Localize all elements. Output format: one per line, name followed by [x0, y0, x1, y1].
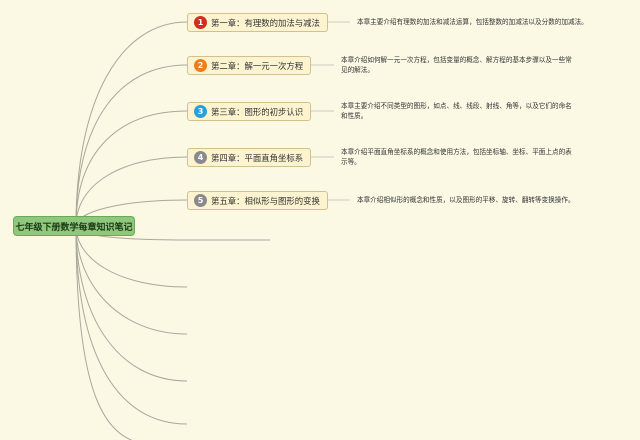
root-node[interactable]: 七年级下册数学每章知识笔记: [13, 216, 135, 236]
topic-chapter-2[interactable]: 2 第二章：解一元一次方程: [187, 56, 312, 75]
number-badge-icon: 3: [194, 105, 207, 118]
topic-label: 第二章：解一元一次方程: [211, 60, 304, 71]
branch-line-empty-6: [75, 225, 133, 440]
branch-line-4: [75, 156, 188, 227]
desc-line: 见的解法。: [341, 66, 374, 74]
branch-line-3: [75, 110, 188, 227]
desc-chapter-4: 本章介绍平面直角坐标系的概念和使用方法，包括坐标轴、坐标、平面上点的表 示等。: [341, 147, 572, 167]
desc-line: 本章介绍相似形的概念和性质，以及图形的平移、旋转、翻转等变换操作。: [357, 196, 575, 204]
branch-line-empty-2: [75, 225, 188, 288]
desc-line: 和性质。: [341, 112, 368, 120]
number-badge-icon: 5: [194, 194, 207, 207]
number-badge-icon: 2: [194, 59, 207, 72]
topic-label: 第三章：图形的初步认识: [211, 106, 304, 117]
desc-line: 本章主要介绍不同类型的图形，如点、线、线段、射线、角等，以及它们的命名: [341, 102, 572, 110]
topic-chapter-4[interactable]: 4 第四章：平面直角坐标系: [187, 148, 312, 167]
topic-label: 第四章：平面直角坐标系: [211, 152, 304, 163]
number-badge-icon: 4: [194, 151, 207, 164]
topic-label: 第五章：相似形与图形的变换: [211, 195, 320, 206]
branch-line-2: [75, 64, 188, 227]
desc-line: 本章主要介绍有理数的加法和减法运算，包括整数的加减法以及分数的加减法。: [357, 18, 588, 26]
topic-label: 第一章：有理数的加法与减法: [211, 17, 320, 28]
branch-line-empty-5: [75, 225, 188, 425]
desc-chapter-1: 本章主要介绍有理数的加法和减法运算，包括整数的加减法以及分数的加减法。: [357, 17, 588, 27]
topic-chapter-3[interactable]: 3 第三章：图形的初步认识: [187, 102, 312, 121]
desc-line: 示等。: [341, 158, 361, 166]
number-badge-icon: 1: [194, 16, 207, 29]
topic-chapter-5[interactable]: 5 第五章：相似形与图形的变换: [187, 191, 328, 210]
branch-line-empty-4: [75, 225, 188, 382]
desc-chapter-2: 本章介绍如何解一元一次方程，包括变量的概念、解方程的基本步骤以及一些常 见的解法…: [341, 55, 572, 75]
topic-chapter-1[interactable]: 1 第一章：有理数的加法与减法: [187, 13, 328, 32]
branch-line-1: [75, 21, 188, 227]
desc-line: 本章介绍如何解一元一次方程，包括变量的概念、解方程的基本步骤以及一些常: [341, 56, 572, 64]
desc-chapter-3: 本章主要介绍不同类型的图形，如点、线、线段、射线、角等，以及它们的命名 和性质。: [341, 101, 572, 121]
desc-line: 本章介绍平面直角坐标系的概念和使用方法，包括坐标轴、坐标、平面上点的表: [341, 148, 572, 156]
branch-line-empty-3: [75, 225, 188, 335]
desc-chapter-5: 本章介绍相似形的概念和性质，以及图形的平移、旋转、翻转等变换操作。: [357, 195, 575, 205]
